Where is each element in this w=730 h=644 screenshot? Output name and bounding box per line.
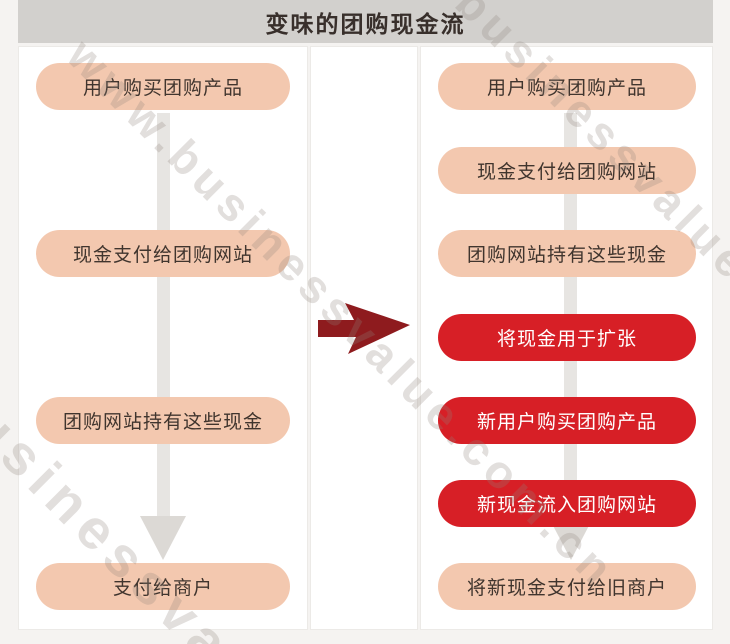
flow-step-highlight: 将现金用于扩张 <box>438 314 696 361</box>
flow-step: 将新现金支付给旧商户 <box>438 563 696 610</box>
panel-transition <box>310 46 418 630</box>
panel-distorted-flow: 用户购买团购产品 现金支付给团购网站 团购网站持有这些现金 将现金用于扩张 新用… <box>420 46 713 630</box>
right-arrow-icon <box>318 303 410 354</box>
flow-step-highlight: 新现金流入团购网站 <box>438 480 696 527</box>
flow-step: 团购网站持有这些现金 <box>36 397 290 444</box>
flow-step-highlight: 新用户购买团购产品 <box>438 397 696 444</box>
flow-step: 现金支付给团购网站 <box>438 147 696 194</box>
panel-original-flow: 用户购买团购产品 现金支付给团购网站 团购网站持有这些现金 支付给商户 <box>18 46 308 630</box>
flow-step: 用户购买团购产品 <box>438 63 696 110</box>
flow-step: 现金支付给团购网站 <box>36 230 290 277</box>
flow-step: 团购网站持有这些现金 <box>438 230 696 277</box>
flow-step: 用户购买团购产品 <box>36 63 290 110</box>
page-title: 变味的团购现金流 <box>265 10 466 37</box>
down-arrow-shaft <box>157 113 170 516</box>
flow-step: 支付给商户 <box>36 563 290 610</box>
header-bar: 变味的团购现金流 <box>18 0 713 43</box>
down-arrow-head-icon <box>140 516 186 560</box>
